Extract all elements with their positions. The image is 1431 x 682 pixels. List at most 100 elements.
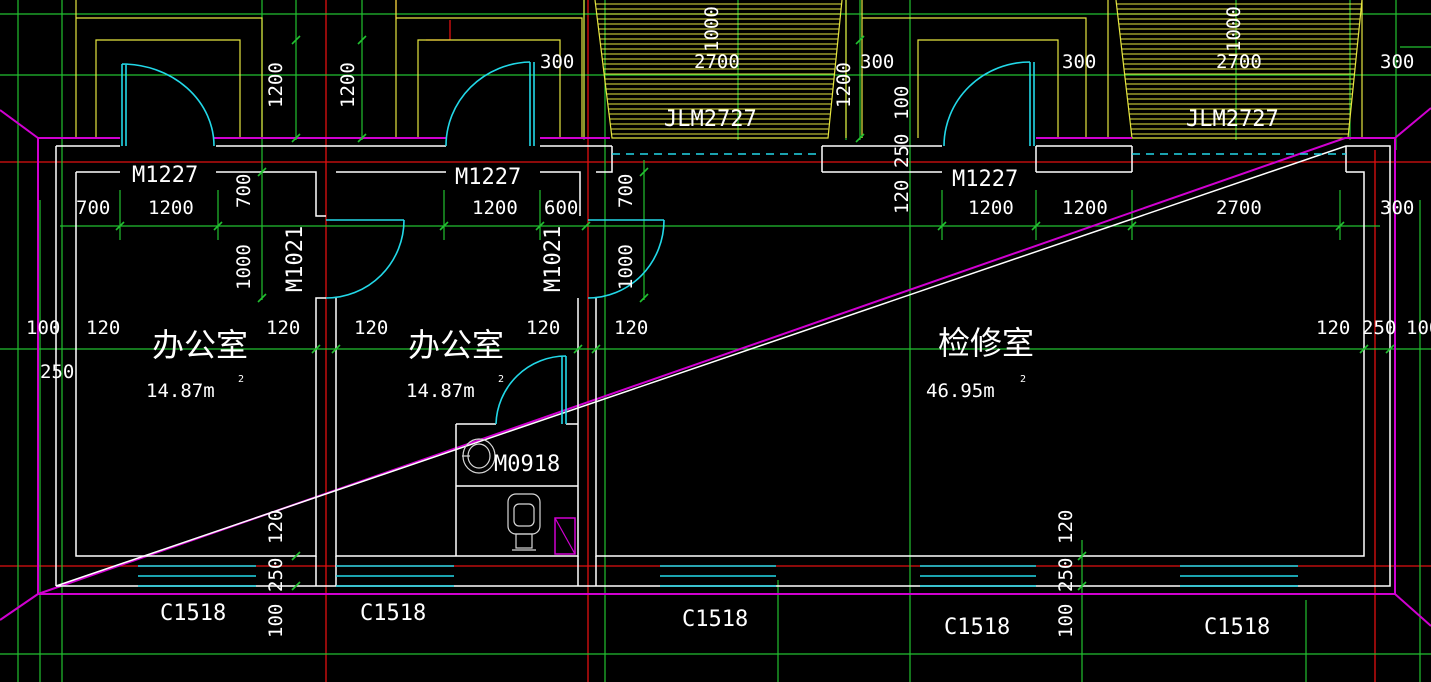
dim-text: 100 <box>26 317 60 339</box>
dimension-tick <box>855 35 865 45</box>
dimension-tick <box>439 221 449 231</box>
dim-text: 1000 <box>615 244 637 290</box>
dim-text: 700 <box>615 174 637 208</box>
dim-text: 2700 <box>1216 197 1262 219</box>
dimension-tick <box>291 581 301 591</box>
room-name-office-1: 办公室 <box>152 326 248 364</box>
door-tags: M1227 M1227 M1227 M1021 M1021 M0918 JLM2… <box>132 107 1279 477</box>
dim-text: 700 <box>76 197 110 219</box>
dim-text: 120 <box>891 180 913 214</box>
dimension-tick <box>1359 344 1369 354</box>
dimension-tick <box>1031 221 1041 231</box>
dimension-tick <box>855 133 865 143</box>
dim-text: 120 <box>86 317 120 339</box>
dim-text: 100 <box>265 604 287 638</box>
dim-text: 250 <box>1362 317 1396 339</box>
door-tag-m0918: M0918 <box>494 452 560 477</box>
dim-text: 300 <box>1062 51 1096 73</box>
dim-text: 250 <box>891 134 913 168</box>
dimension-tick <box>357 133 367 143</box>
dimension-tick <box>311 344 321 354</box>
dim-text: 1200 <box>265 62 287 108</box>
dimension-tick <box>591 344 601 354</box>
openings <box>121 61 1346 587</box>
dim-text: 300 <box>540 51 574 73</box>
dimension-tick <box>1385 344 1395 354</box>
dimension-tick <box>291 35 301 45</box>
dim-text: 2700 <box>694 51 740 73</box>
door-tag-m1021-2: M1021 <box>541 226 566 292</box>
canopy-outlines <box>75 0 1363 138</box>
dimension-tick <box>1077 581 1087 591</box>
dimension-tick <box>257 167 267 177</box>
dim-text: 1200 <box>1062 197 1108 219</box>
dim-text: 1200 <box>472 197 518 219</box>
door-tag-jlm2727-1: JLM2727 <box>664 107 757 132</box>
dim-text: 100 <box>1055 604 1077 638</box>
dim-text: 2700 <box>1216 51 1262 73</box>
dim-text: 700 <box>233 174 255 208</box>
dimension-tick <box>573 344 583 354</box>
window-tag-c1518-2: C1518 <box>360 601 426 626</box>
dimension-tick <box>257 293 267 303</box>
dim-text: 100 <box>1406 317 1431 339</box>
dim-text: 1000 <box>1223 6 1245 52</box>
window-tag-c1518-1: C1518 <box>160 601 226 626</box>
dim-text: 120 <box>354 317 388 339</box>
dimension-tick <box>1127 221 1137 231</box>
dimension-tick <box>639 293 649 303</box>
room-area-office-2: 14.87m <box>406 380 475 402</box>
dim-text: 250 <box>1055 558 1077 592</box>
dimension-tick <box>291 133 301 143</box>
dimension-tick <box>1077 551 1087 561</box>
sink-fixture <box>462 438 496 474</box>
room-area-unit-office-2: 2 <box>498 374 504 385</box>
dim-text: 1200 <box>148 197 194 219</box>
room-area-office-1: 14.87m <box>146 380 215 402</box>
dim-text: 120 <box>526 317 560 339</box>
dim-text: 1200 <box>833 62 855 108</box>
dim-text: 120 <box>266 317 300 339</box>
door-tag-m1227-1: M1227 <box>132 163 198 188</box>
dimension-tick <box>535 221 545 231</box>
dimension-tick <box>1335 221 1345 231</box>
room-name-office-2: 办公室 <box>408 326 504 364</box>
dimension-tick <box>937 221 947 231</box>
dimension-ticks <box>115 35 1395 591</box>
dimension-tick <box>581 221 591 231</box>
dim-text: 120 <box>1316 317 1350 339</box>
dimension-texts: 700 1200 1200 600 1200 1200 2700 300 300… <box>26 51 1431 383</box>
ramp-right <box>1115 0 1363 139</box>
dim-text: 100 <box>891 86 913 120</box>
room-area-repair: 46.95m <box>926 380 995 402</box>
dim-text: 600 <box>544 197 578 219</box>
dimension-tick <box>115 221 125 231</box>
window-tag-c1518-5: C1518 <box>1204 615 1270 640</box>
room-name-repair: 检修室 <box>938 324 1034 362</box>
dim-text: 1200 <box>968 197 1014 219</box>
floor-drain-box <box>554 517 576 555</box>
window-tags: C1518 C1518 C1518 C1518 C1518 <box>160 601 1270 640</box>
ramp-left <box>594 0 843 139</box>
door-tag-m1227-2: M1227 <box>455 165 521 190</box>
window-tag-c1518-4: C1518 <box>944 615 1010 640</box>
room-labels: 办公室 14.87m 2 办公室 14.87m 2 检修室 46.95m 2 <box>146 324 1034 402</box>
dim-text: 1200 <box>337 62 359 108</box>
dim-text: 300 <box>1380 51 1414 73</box>
dim-text: 120 <box>265 510 287 544</box>
toilet-fixture <box>507 493 541 551</box>
dim-text: 1000 <box>233 244 255 290</box>
room-area-unit-repair: 2 <box>1020 374 1026 385</box>
outer-outline <box>0 107 1431 627</box>
dimension-tick <box>357 35 367 45</box>
dim-text: 250 <box>265 558 287 592</box>
dim-text: 250 <box>40 361 74 383</box>
dim-text: 300 <box>1380 197 1414 219</box>
window-tag-c1518-3: C1518 <box>682 607 748 632</box>
dimension-tick <box>639 167 649 177</box>
walls <box>55 145 1391 587</box>
door-tag-m1227-3: M1227 <box>952 167 1018 192</box>
door-tag-jlm2727-2: JLM2727 <box>1186 107 1279 132</box>
dimension-tick <box>291 551 301 561</box>
